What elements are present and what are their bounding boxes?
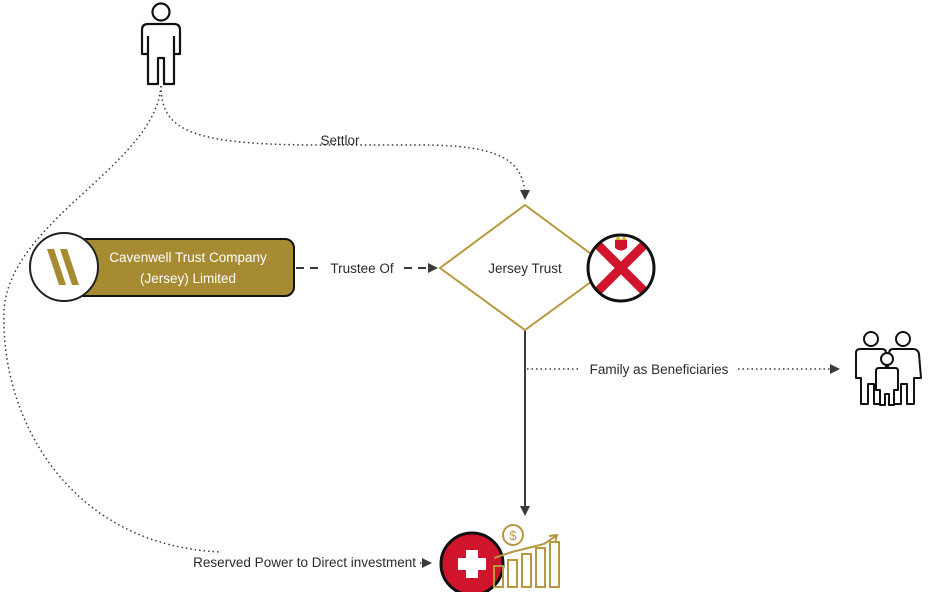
reserved-power-connector [3, 85, 221, 553]
jersey-flag-icon [586, 233, 656, 303]
trustee-of-label: Trustee Of [330, 261, 394, 276]
company-name-line2: (Jersey) Limited [140, 271, 236, 286]
beneficiaries-label: Family as Beneficiaries [590, 362, 729, 377]
jersey-trust-node [438, 203, 612, 332]
swiss-flag-icon [439, 531, 505, 592]
person-outline-icon [140, 2, 182, 86]
svg-text:$: $ [509, 528, 517, 543]
investment-growth-icon: $ [493, 524, 560, 588]
cavenwell-logo-icon [29, 232, 99, 302]
company-name-line1: Cavenwell Trust Company [109, 250, 267, 265]
jersey-trust-label: Jersey Trust [488, 261, 562, 276]
settlor-label: Settlor [320, 133, 360, 148]
family-outline-icon [855, 331, 922, 406]
reserved-power-label: Reserved Power to Direct investment [193, 555, 416, 570]
